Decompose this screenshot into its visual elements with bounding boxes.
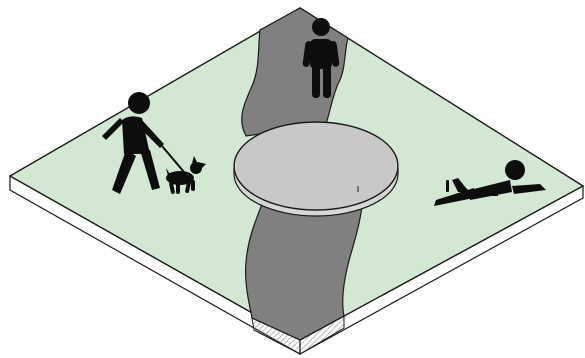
circular-plaza <box>234 122 398 216</box>
plaza-top <box>234 122 398 210</box>
